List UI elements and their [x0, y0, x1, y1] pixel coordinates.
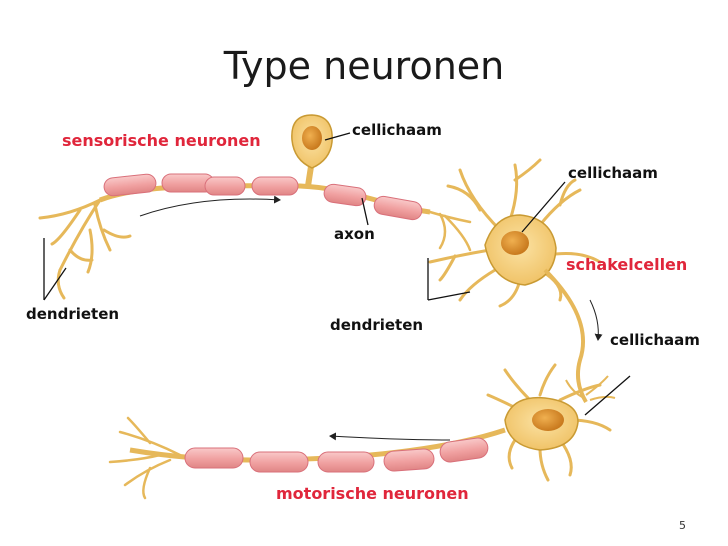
label-motor-neurons: motorische neuronen — [276, 484, 469, 503]
motor-myelin-sheath — [184, 437, 489, 473]
label-dendrites-left: dendrieten — [26, 305, 120, 323]
label-dendrites-mid: dendrieten — [330, 316, 424, 334]
label-interneurons: schakelcellen — [566, 255, 688, 274]
sensory-neuron — [38, 114, 472, 300]
arrow-down-interneuron — [589, 299, 603, 341]
label-sensory-neurons: sensorische neuronen — [62, 131, 261, 150]
label-cell-body-right: cellichaam — [568, 164, 658, 182]
sensory-dendrites — [38, 198, 132, 300]
leader-lines — [43, 132, 631, 416]
label-cell-body-motor: cellichaam — [610, 331, 700, 349]
label-axon: axon — [334, 225, 375, 243]
arrow-right-sensory — [139, 195, 281, 217]
page-number: 5 — [679, 519, 686, 532]
signal-direction-arrows — [139, 195, 603, 441]
sensory-myelin-sheath — [103, 173, 423, 221]
interneuron — [428, 158, 616, 404]
slide-title: Type neuronen — [223, 44, 505, 88]
interneuron-nucleus — [501, 231, 529, 255]
motor-dendrites — [486, 363, 612, 482]
motor-neuron — [108, 363, 612, 500]
label-cell-body-top: cellichaam — [352, 121, 442, 139]
sensory-nucleus — [302, 126, 322, 150]
arrow-left-motor — [329, 432, 451, 441]
motor-nucleus — [532, 409, 564, 431]
